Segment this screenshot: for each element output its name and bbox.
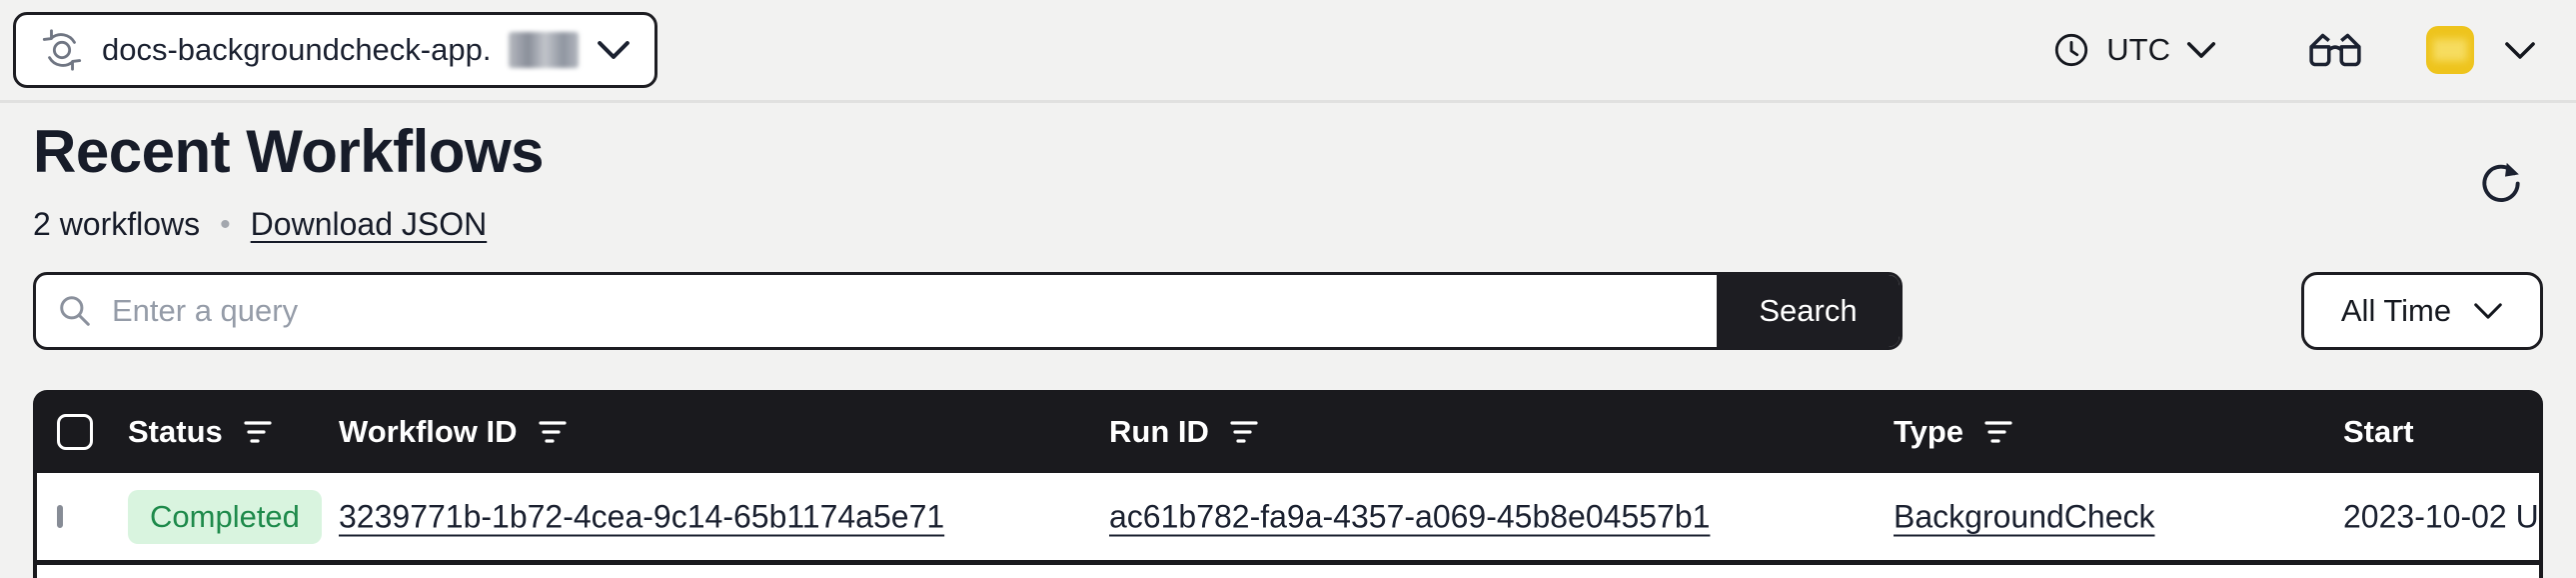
account-menu-button[interactable] (2426, 26, 2536, 74)
filter-lines-icon (1229, 418, 1259, 446)
clock-icon (2052, 31, 2090, 69)
workflow-type-link[interactable]: BackgroundCheck (1894, 498, 2155, 534)
select-all-checkbox[interactable] (57, 413, 93, 450)
column-header-status: Status (128, 413, 223, 449)
filter-lines-icon (243, 418, 273, 446)
download-json-link[interactable]: Download JSON (250, 206, 488, 242)
workflow-count: 2 workflows (33, 206, 201, 242)
workflow-count-row: 2 workflows • Download JSON (33, 206, 487, 243)
row-checkbox[interactable] (57, 504, 63, 528)
workflow-id-filter-button[interactable] (538, 418, 568, 446)
refresh-button[interactable] (2478, 160, 2524, 206)
column-header-workflow-id: Workflow ID (339, 413, 518, 449)
namespace-label: docs-backgroundcheck-app. (102, 32, 492, 67)
column-header-start: Start (2343, 413, 2414, 449)
page-title: Recent Workflows (33, 118, 545, 185)
time-range-label: All Time (2340, 293, 2452, 328)
type-filter-button[interactable] (1983, 418, 2013, 446)
top-bar: docs-backgroundcheck-app. UTC (0, 0, 2576, 103)
chevron-down-icon (2473, 302, 2503, 320)
chevron-down-icon (2504, 41, 2536, 60)
query-input[interactable] (92, 275, 1717, 347)
column-header-run-id: Run ID (1109, 413, 1209, 449)
search-button[interactable]: Search (1717, 275, 1900, 347)
workflows-table: Status Workflow ID (33, 390, 2543, 578)
table-row-partial[interactable] (33, 565, 2543, 578)
start-time: 2023-10-02 UTC (2343, 498, 2537, 534)
filter-lines-icon (1983, 418, 2013, 446)
run-id-filter-button[interactable] (1229, 418, 1259, 446)
timezone-selector[interactable]: UTC (2052, 31, 2216, 69)
run-id-link[interactable]: ac61b782-fa9a-4357-a069-45b8e04557b1 (1109, 498, 1711, 534)
table-header: Status Workflow ID (33, 390, 2543, 473)
refresh-icon (2478, 160, 2524, 206)
status-badge: Completed (128, 489, 322, 544)
namespace-sync-icon (40, 28, 84, 72)
status-filter-button[interactable] (243, 418, 273, 446)
dot-separator: • (220, 207, 231, 241)
filter-lines-icon (538, 418, 568, 446)
query-bar: Search (33, 272, 1903, 350)
avatar (2426, 26, 2474, 74)
namespace-redacted-segment (509, 32, 579, 68)
top-bar-actions: UTC (2052, 26, 2536, 74)
column-header-type: Type (1894, 413, 1964, 449)
row-divider (33, 560, 2543, 565)
table-row[interactable]: Completed 3239771b-1b72-4cea-9c14-65b117… (33, 473, 2543, 560)
time-range-filter[interactable]: All Time (2301, 272, 2543, 350)
chevron-down-icon (2186, 41, 2216, 59)
namespace-selector[interactable]: docs-backgroundcheck-app. (13, 12, 657, 88)
search-icon (58, 294, 92, 328)
timezone-label: UTC (2106, 32, 2170, 67)
glasses-icon (2308, 32, 2362, 68)
chevron-down-icon (597, 40, 631, 60)
labs-toggle-button[interactable] (2308, 32, 2362, 68)
workflow-id-link[interactable]: 3239771b-1b72-4cea-9c14-65b1174a5e71 (339, 498, 945, 534)
